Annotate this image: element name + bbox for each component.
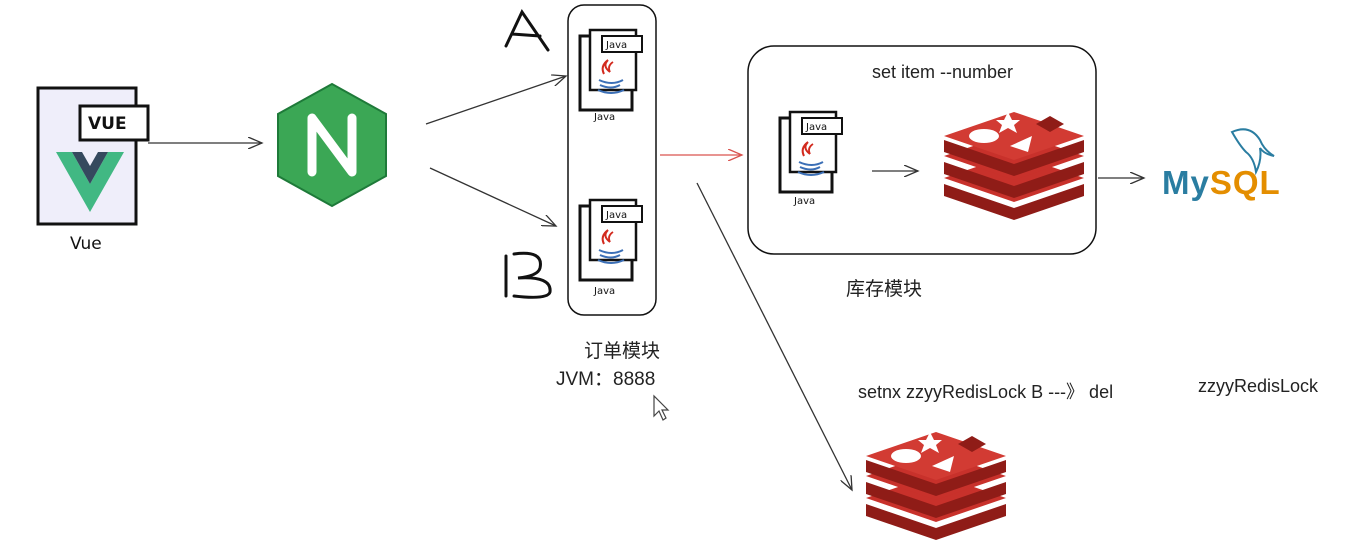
mysql-dolphin-icon <box>1230 128 1275 176</box>
arrow-nginx-to-a <box>425 76 566 125</box>
label-a-glyph <box>504 8 550 52</box>
inventory-op-text: set item --number <box>872 62 1014 82</box>
arrow-order-to-redis-lock <box>696 182 852 490</box>
mysql-sql: SQL <box>1209 164 1281 201</box>
vue-caption: Vue <box>70 234 102 254</box>
order-jvm-port: JVM：8888 <box>556 369 656 390</box>
java-a-tag: Java <box>606 40 628 51</box>
order-module-name: 订单模块 <box>584 341 661 362</box>
setnx-command-text: setnx zzyyRedisLock B ---》 del <box>858 382 1114 402</box>
java-a-caption: Java <box>594 112 616 123</box>
label-b-glyph <box>504 251 552 299</box>
java-inventory-caption: Java <box>794 196 816 207</box>
mysql-logo-text: MySQL <box>1162 164 1281 202</box>
vue-badge-label: VUE <box>88 114 127 134</box>
arrow-nginx-to-b <box>429 167 556 226</box>
inventory-module-name: 库存模块 <box>846 279 923 300</box>
redis-lock-icon <box>866 432 1006 540</box>
mouse-cursor-icon <box>653 394 670 421</box>
java-b-caption: Java <box>594 286 616 297</box>
java-b-tag: Java <box>606 210 628 221</box>
inventory-module-box <box>747 45 1097 255</box>
redis-cache-icon <box>944 112 1084 220</box>
vue-doc-icon <box>36 86 150 226</box>
nginx-icon <box>277 82 387 208</box>
mysql-my: My <box>1162 164 1210 201</box>
lock-key-text: zzyyRedisLock <box>1198 376 1319 396</box>
java-inventory-tag: Java <box>806 122 828 133</box>
order-module-box <box>567 4 657 316</box>
